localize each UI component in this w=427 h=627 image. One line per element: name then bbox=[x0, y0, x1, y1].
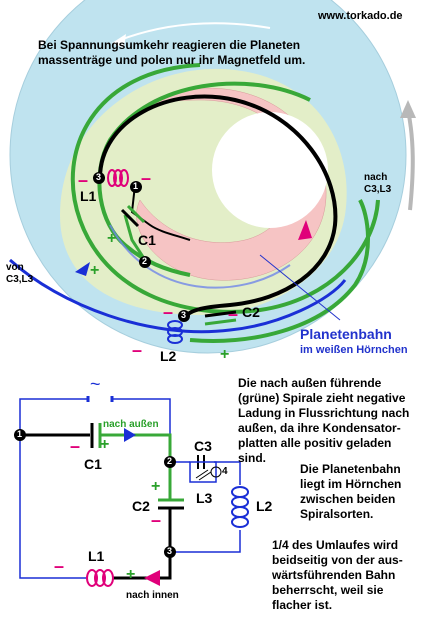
c1-plate-a bbox=[120, 208, 140, 228]
inner-hole bbox=[212, 112, 328, 228]
label-c1-schematic: C1 bbox=[84, 456, 102, 472]
c1-plate-b bbox=[126, 204, 146, 224]
magenta-arrow-top bbox=[298, 220, 312, 240]
label-nach-innen: nach innen bbox=[126, 590, 179, 601]
sign-plus-c1: + bbox=[107, 230, 117, 247]
coil-l1-schematic bbox=[86, 569, 114, 587]
coil-l2 bbox=[167, 320, 183, 344]
sign-plus-c2-schem: + bbox=[151, 478, 161, 495]
node-4-label: 4 bbox=[222, 466, 228, 477]
blue-planet-orbit bbox=[8, 258, 347, 334]
black-lead-c1 bbox=[130, 184, 191, 241]
label-l2-schematic: L2 bbox=[256, 498, 273, 514]
node-3-top-label: 3 bbox=[96, 172, 102, 182]
label-c2-schematic: C2 bbox=[132, 498, 150, 514]
label-l3-schematic: L3 bbox=[196, 490, 213, 506]
rotation-arrow-top bbox=[119, 22, 271, 41]
green-lead-c1 bbox=[123, 214, 147, 261]
green-spiral-outer bbox=[70, 63, 380, 314]
green-spiral-lower bbox=[189, 199, 370, 343]
blue-planet-orbit-inner bbox=[109, 224, 291, 289]
text-block-1: Die nach außen führende (grüne) Spirale … bbox=[238, 376, 410, 465]
label-von-c3l3: von C3,L3 bbox=[6, 262, 34, 285]
rotation-arrow-right bbox=[406, 109, 415, 211]
small-white-arrow-head bbox=[256, 142, 266, 152]
sign-minus-l1: – bbox=[78, 170, 89, 190]
sign-minus-l2: – bbox=[163, 302, 174, 322]
node-3-lower bbox=[178, 310, 190, 322]
node-2-top bbox=[139, 256, 151, 268]
label-planetenbahn: Planetenbahn bbox=[300, 326, 392, 342]
node-4-marker bbox=[210, 466, 222, 478]
sign-minus-c2-schem: – bbox=[151, 510, 162, 530]
label-c1-top: C1 bbox=[138, 232, 156, 248]
node-3-schematic-label: 3 bbox=[167, 546, 173, 556]
arrow-nach-aussen bbox=[124, 428, 136, 442]
node-2-schematic bbox=[164, 456, 176, 468]
ac-source-symbol: ~ bbox=[90, 374, 101, 394]
label-nach-c3l3: nach C3,L3 bbox=[364, 172, 392, 195]
node-2-schematic-label: 2 bbox=[167, 456, 173, 466]
label-l1-top: L1 bbox=[80, 188, 97, 204]
coil-l1 bbox=[107, 169, 129, 187]
c2-plate-a bbox=[204, 310, 237, 318]
rotation-arrow-top-head bbox=[112, 34, 126, 48]
c2-plate-b bbox=[204, 318, 237, 326]
wire-l2-node3 bbox=[170, 530, 241, 553]
site-url[interactable]: www.torkado.de bbox=[318, 10, 403, 22]
wire-node3-l1 bbox=[112, 552, 172, 580]
circuit-schematic bbox=[14, 396, 249, 587]
node-3-top bbox=[93, 172, 105, 184]
disc-diagram bbox=[8, 0, 416, 354]
label-nach-aussen: nach außen bbox=[103, 419, 159, 430]
arrow-nach-innen bbox=[144, 570, 160, 586]
black-spiral bbox=[98, 94, 338, 321]
node-3-lower-label: 3 bbox=[181, 310, 187, 320]
sign-plus-l1-schem: + bbox=[126, 566, 136, 583]
node-1-schematic bbox=[14, 429, 26, 441]
node-1-top-label: 1 bbox=[133, 181, 139, 191]
headline: Bei Spannungsumkehr reagieren die Planet… bbox=[38, 38, 306, 67]
sign-minus-l2-left: – bbox=[132, 340, 143, 360]
l3-coil-mark bbox=[195, 469, 212, 481]
node-1-top bbox=[130, 181, 142, 193]
rotation-arrow-right-head bbox=[400, 100, 416, 118]
blue-arrow-left bbox=[75, 262, 90, 276]
l3-box bbox=[189, 461, 217, 483]
sign-plus-left: + bbox=[90, 262, 100, 279]
sign-minus-l1-schem: – bbox=[54, 556, 65, 576]
label-c2-top: C2 bbox=[242, 304, 260, 320]
wire-blue-loop bbox=[19, 398, 171, 579]
wire-c1-node2 bbox=[100, 433, 172, 462]
label-l2-top: L2 bbox=[160, 348, 177, 364]
planetenbahn-pointer bbox=[259, 254, 341, 321]
sign-minus-c1-schem: – bbox=[70, 436, 81, 456]
label-im-hoernchen: im weißen Hörnchen bbox=[300, 344, 408, 356]
text-block-2: Die Planetenbahn liegt im Hörnchen zwisc… bbox=[300, 462, 402, 521]
label-l1-schematic: L1 bbox=[88, 548, 105, 564]
node-1-schematic-label: 1 bbox=[17, 429, 23, 439]
coil-l2-schematic bbox=[231, 486, 249, 528]
sign-minus-c2: – bbox=[228, 304, 239, 324]
sign-plus-c2: + bbox=[220, 346, 230, 363]
label-c3-schematic: C3 bbox=[194, 438, 212, 454]
sign-minus-top-right: – bbox=[141, 168, 152, 188]
sign-plus-c1-schem: + bbox=[100, 436, 110, 453]
wire-c3-l2 bbox=[214, 461, 241, 485]
node-3-schematic bbox=[164, 546, 176, 558]
text-block-3: 1/4 des Umlaufes wird beidseitig von der… bbox=[272, 538, 403, 612]
node-2-top-label: 2 bbox=[142, 256, 148, 266]
